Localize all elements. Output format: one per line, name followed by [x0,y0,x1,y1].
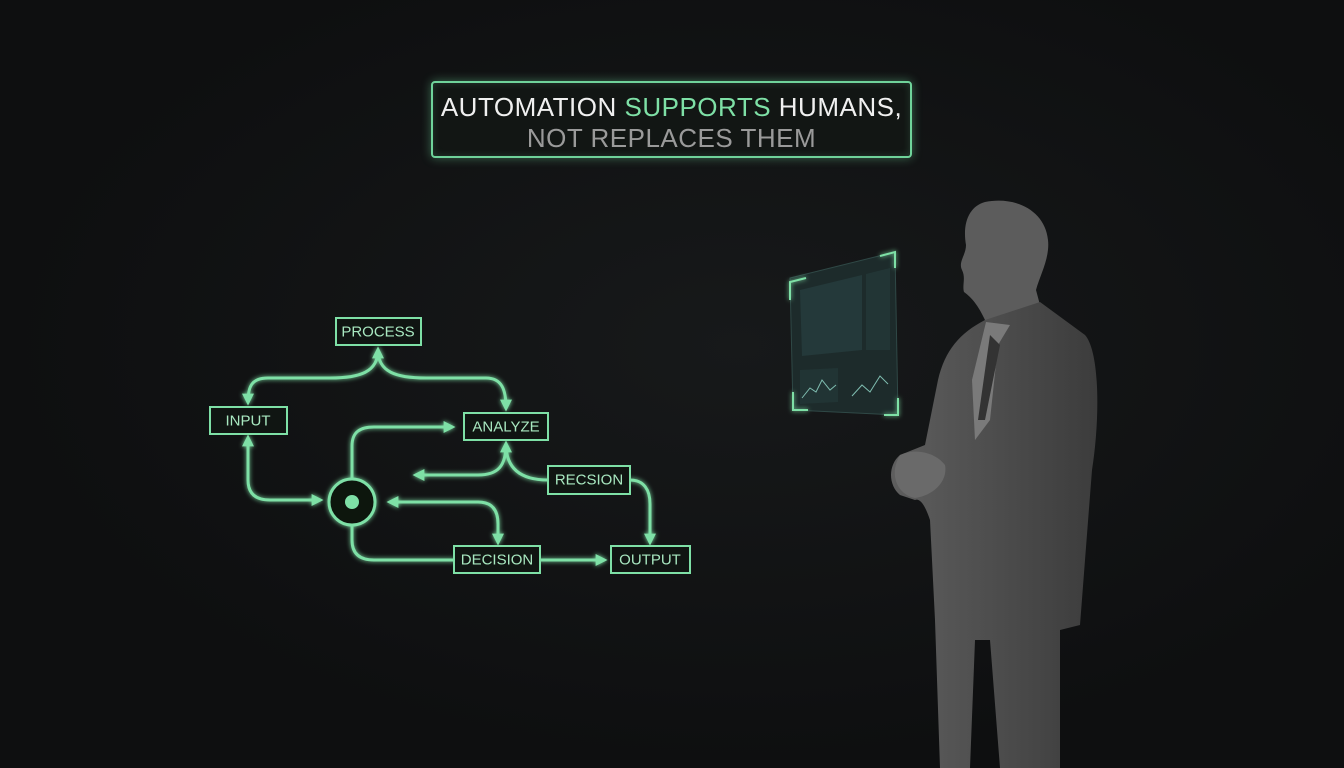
connector-hub-decision [386,496,504,546]
node-output: OUTPUT [610,545,691,574]
node-decision: DECISION [453,545,541,574]
node-process: PROCESS [335,317,422,346]
connector-process-input [242,346,384,406]
node-input: INPUT [209,406,288,435]
headline-text-end: HUMANS, [771,92,903,122]
headline-line-1: AUTOMATION SUPPORTS HUMANS, [433,92,910,123]
node-label: PROCESS [341,324,414,341]
node-analyze: ANALYZE [463,412,549,441]
holographic-dashboard [789,250,899,416]
world-map [800,275,862,356]
node-label: DECISION [461,552,534,569]
businessman-silhouette [891,200,1098,768]
headline-text: AUTOMATION [440,92,625,122]
node-label: ANALYZE [472,419,539,436]
connector-hub-analyze [350,421,456,480]
headline-box: AUTOMATION SUPPORTS HUMANS, NOT REPLACES… [431,81,912,158]
connector-analyze-recsion [504,442,550,482]
connector-hub-decision-bottom [350,524,456,562]
node-label: RECSION [555,472,623,489]
headline-line-2: NOT REPLACES THEM [526,123,817,153]
connector-process-analyze [376,348,512,412]
headline-highlight: SUPPORTS [624,92,772,122]
connector-analyze-left [412,440,512,481]
connector-recsion-output [628,478,656,546]
node-label: INPUT [226,413,271,430]
node-label: OUTPUT [619,552,681,569]
hub-dot [345,495,359,509]
node-recsion: RECSION [547,465,631,495]
connector-input-hub [242,434,324,506]
